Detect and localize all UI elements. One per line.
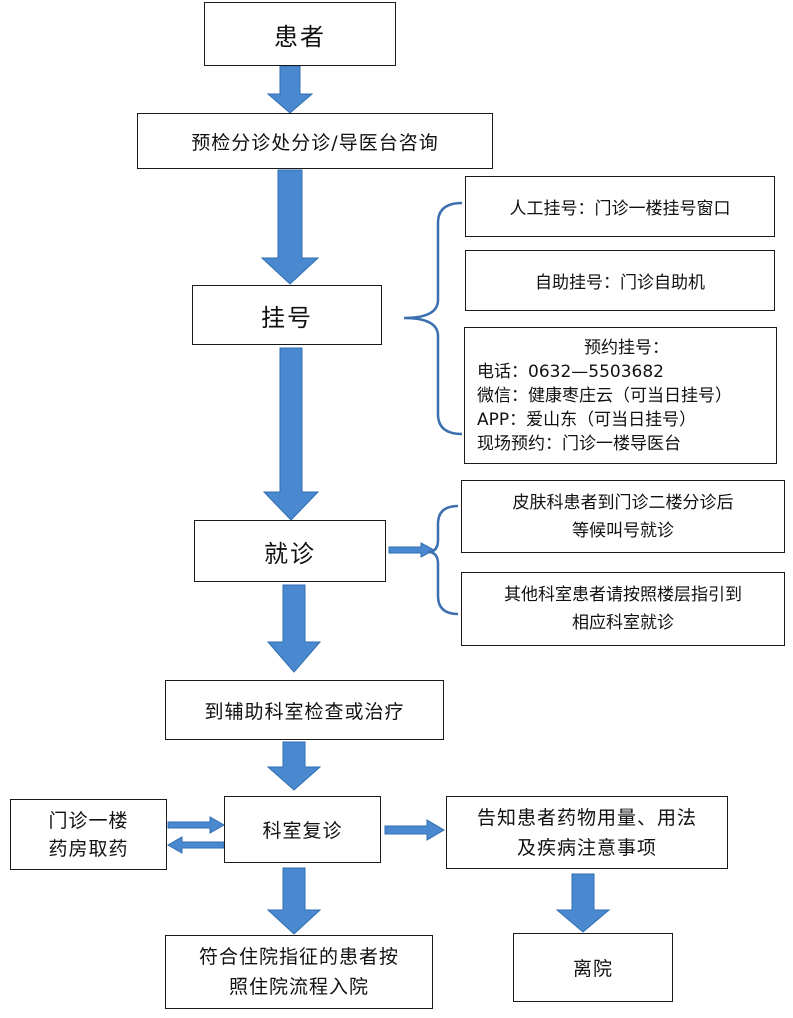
node-manual-registration-label: 人工挂号：门诊一楼挂号窗口 <box>509 199 731 219</box>
node-visit-label: 就诊 <box>264 539 316 568</box>
node-triage: 预检分诊处分诊/导医台咨询 <box>137 113 493 169</box>
node-other-departments: 其他科室患者请按照楼层指引到 相应科室就诊 <box>461 572 785 646</box>
arrow-triage-to-register <box>260 169 320 285</box>
node-auxiliary-label: 到辅助科室检查或治疗 <box>204 700 405 723</box>
arrow-to-pharmacy-right <box>167 816 226 834</box>
appointment-title: 预约挂号： <box>584 337 669 358</box>
node-visit: 就诊 <box>194 520 386 582</box>
appointment-phone: 电话：0632—5503682 <box>477 361 664 382</box>
admission-line-1: 符合住院指征的患者按 <box>198 946 399 968</box>
pharmacy-line-2: 药房取药 <box>48 837 129 860</box>
other-departments-line-2: 相应科室就诊 <box>572 613 674 633</box>
medication-info-line-2: 及疾病注意事项 <box>516 836 657 859</box>
dermatology-line-2: 等候叫号就诊 <box>572 520 674 541</box>
node-patient: 患者 <box>204 2 396 66</box>
node-register: 挂号 <box>192 285 382 345</box>
appointment-wechat: 微信：健康枣庄云（可当日挂号） <box>477 385 732 406</box>
brace-visit-options <box>427 504 459 616</box>
node-self-registration: 自助挂号：门诊自助机 <box>465 250 775 311</box>
node-dermatology: 皮肤科患者到门诊二楼分诊后 等候叫号就诊 <box>461 480 785 553</box>
arrow-info-to-discharge <box>555 873 611 933</box>
node-appointment-registration: 预约挂号： 电话：0632—5503682 微信：健康枣庄云（可当日挂号） AP… <box>464 327 777 464</box>
node-manual-registration: 人工挂号：门诊一楼挂号窗口 <box>465 176 775 237</box>
node-patient-label: 患者 <box>274 22 326 51</box>
arrow-follow-up-to-admission <box>266 867 322 935</box>
arrow-follow-up-to-info <box>384 819 445 841</box>
arrow-patient-to-triage <box>266 65 314 114</box>
node-pharmacy: 门诊一楼 药房取药 <box>10 799 167 870</box>
admission-line-2: 照住院流程入院 <box>228 976 369 998</box>
arrow-auxiliary-to-follow-up <box>266 741 322 791</box>
other-departments-line-1: 其他科室患者请按照楼层指引到 <box>504 585 742 605</box>
node-register-label: 挂号 <box>261 303 313 332</box>
medication-info-line-1: 告知患者药物用量、用法 <box>476 806 697 829</box>
node-triage-label: 预检分诊处分诊/导医台咨询 <box>191 131 439 154</box>
node-follow-up: 科室复诊 <box>224 796 381 863</box>
node-auxiliary: 到辅助科室检查或治疗 <box>165 680 444 740</box>
appointment-app: APP：爱山东（可当日挂号） <box>477 409 697 430</box>
node-follow-up-label: 科室复诊 <box>262 820 343 842</box>
pharmacy-line-1: 门诊一楼 <box>48 809 129 832</box>
brace-register-options <box>403 201 463 436</box>
node-discharge-label: 离院 <box>572 958 613 980</box>
node-admission: 符合住院指征的患者按 照住院流程入院 <box>165 935 433 1009</box>
arrow-visit-to-auxiliary <box>266 584 322 673</box>
node-discharge: 离院 <box>513 933 673 1002</box>
arrow-visit-to-subboxes <box>388 542 436 558</box>
arrow-register-to-visit <box>262 347 320 521</box>
node-medication-info: 告知患者药物用量、用法 及疾病注意事项 <box>446 796 728 869</box>
appointment-onsite: 现场预约：门诊一楼导医台 <box>477 433 681 454</box>
dermatology-line-1: 皮肤科患者到门诊二楼分诊后 <box>512 492 734 513</box>
node-self-registration-label: 自助挂号：门诊自助机 <box>535 273 705 293</box>
arrow-from-pharmacy-left <box>166 836 225 854</box>
